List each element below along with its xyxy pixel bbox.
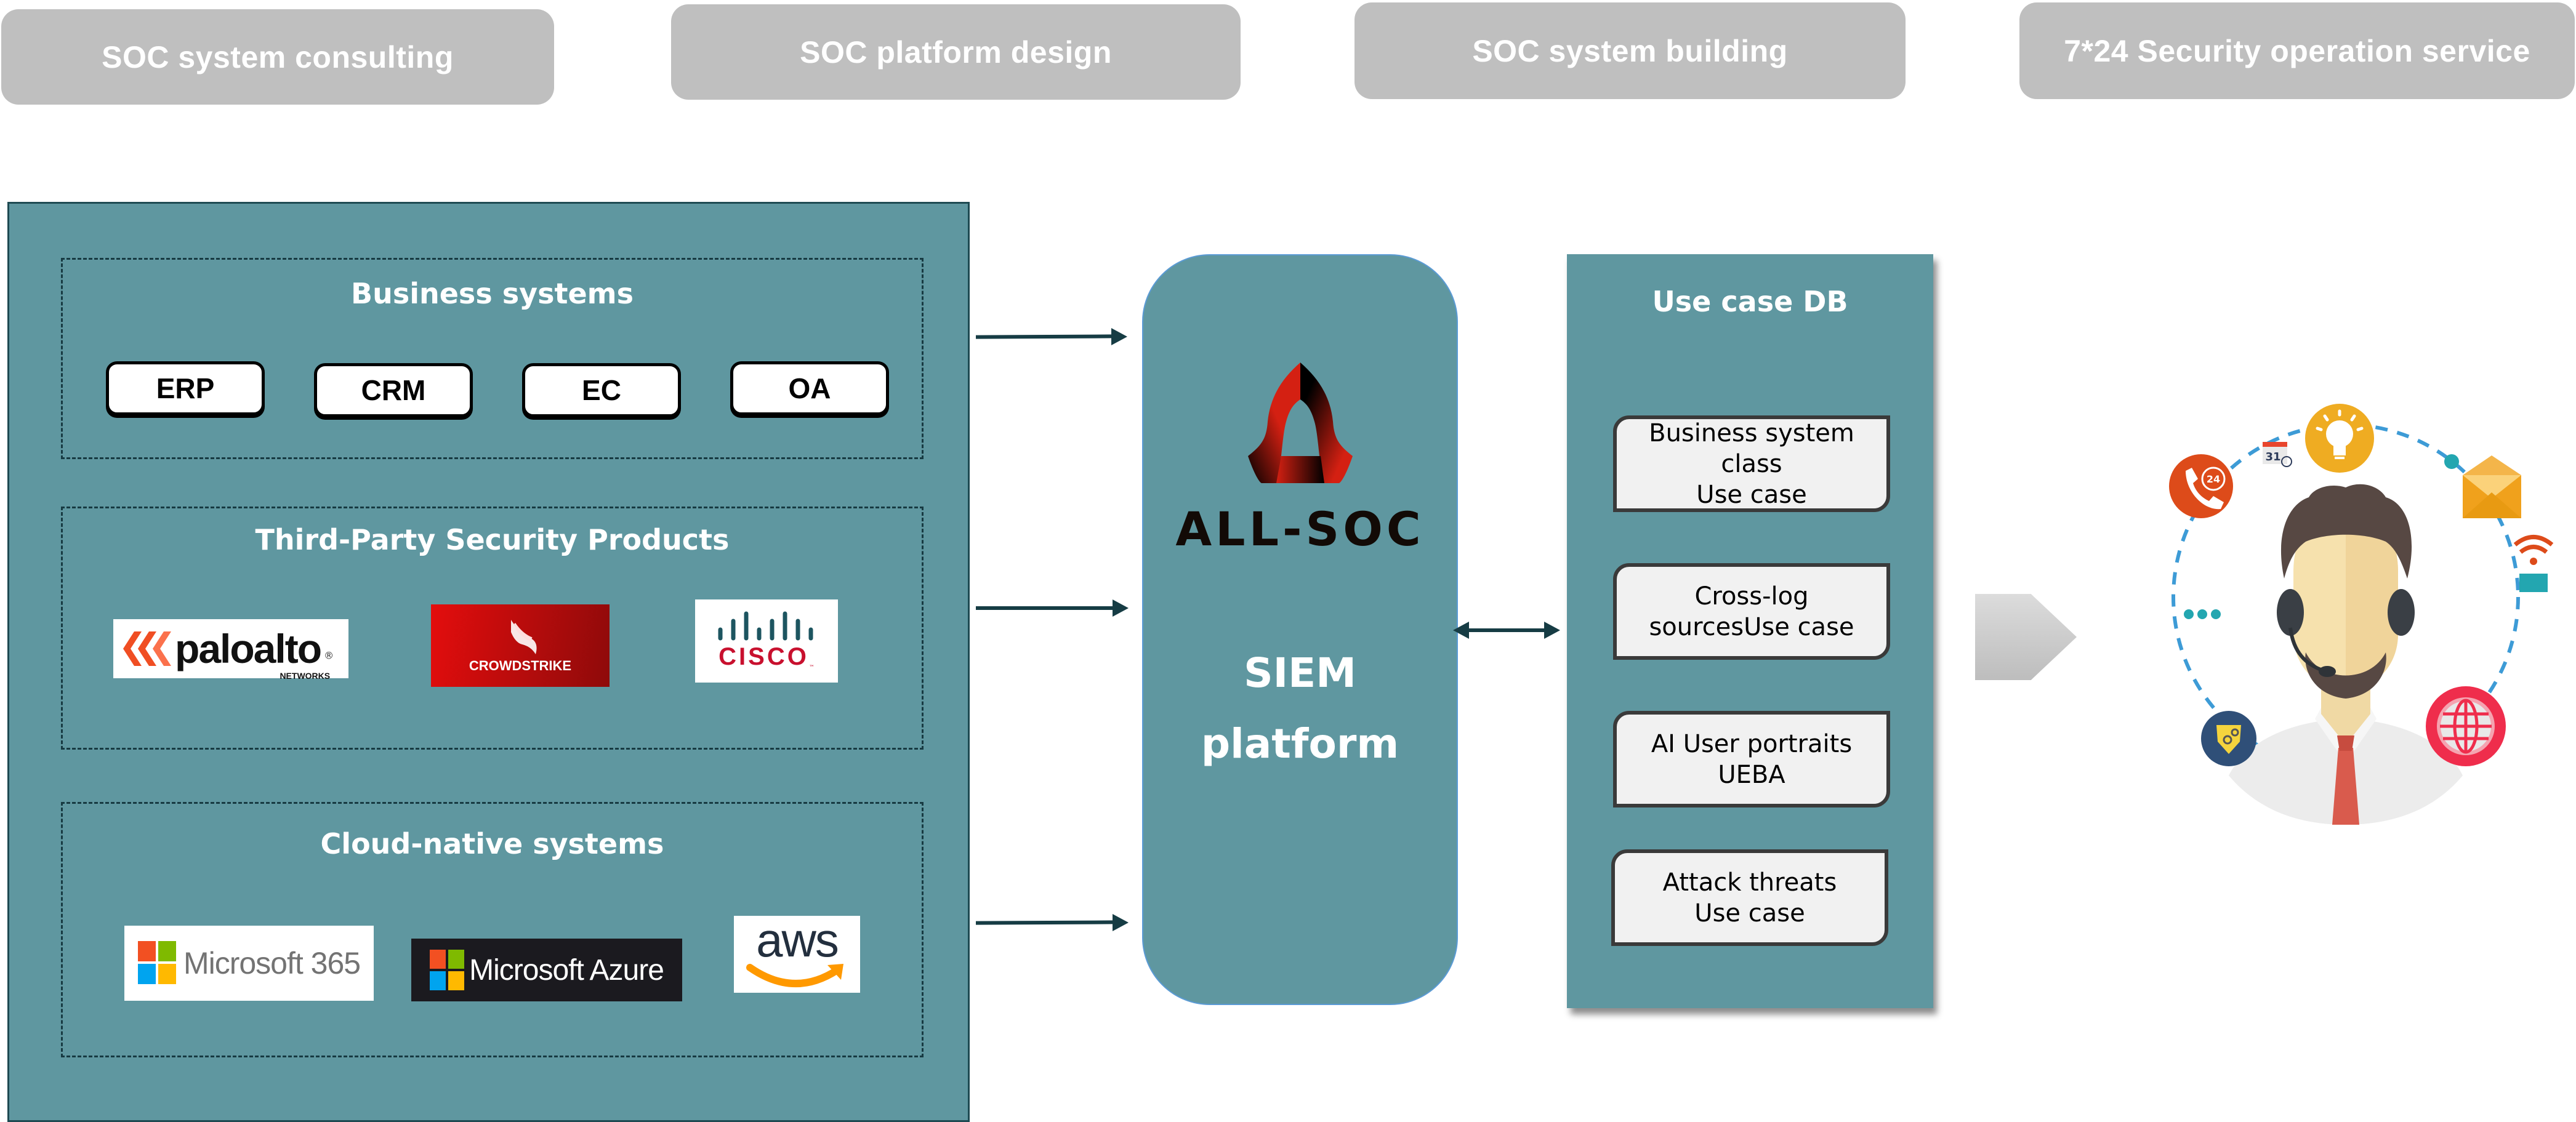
system-oa: OA (730, 361, 889, 415)
microsoft-azure-wordmark: Microsoft Azure (469, 953, 664, 987)
cloud-native-group: Cloud-native systems Microsoft 365 Micro… (61, 802, 924, 1057)
stage-security-operation-service: 7*24 Security operation service (2019, 2, 2575, 99)
phone-24h-icon: 24 (2169, 454, 2233, 518)
microsoft-squares-icon (137, 941, 176, 984)
globe-icon (2426, 686, 2506, 766)
use-case-db-title: Use case DB (1652, 285, 1848, 318)
crowdstrike-wordmark: CROWDSTRIKE (469, 658, 572, 673)
more-dots-icon (2184, 609, 2221, 619)
lightbulb-icon (2305, 404, 2374, 473)
business-systems-group: Business systems ERP CRM EC OA (61, 258, 924, 459)
third-party-security-title: Third-Party Security Products (255, 523, 730, 556)
all-soc-logo-icon (1248, 363, 1353, 483)
use-case-card-cross-log: Cross-log sourcesUse case (1613, 563, 1890, 660)
operator-hair (2280, 484, 2412, 579)
all-soc-wordmark: ALL-SOC (1175, 502, 1425, 556)
siem-title-line1: SIEM (1244, 649, 1356, 697)
crowdstrike-logo: CROWDSTRIKE (431, 604, 610, 687)
crowdstrike-falcon-icon (511, 620, 537, 654)
flow-chevron-arrow (1975, 594, 2077, 680)
stage-soc-platform-design: SOC platform design (671, 4, 1241, 100)
microsoft-365-wordmark: Microsoft 365 (183, 946, 361, 980)
use-case-card-business-system: Business system class Use case (1613, 415, 1890, 512)
use-case-card-attack-threats: Attack threats Use case (1611, 849, 1888, 946)
cloud-native-title: Cloud-native systems (320, 827, 664, 860)
cisco-trademark: ™ (808, 665, 815, 671)
envelope-icon (2463, 455, 2521, 518)
wifi-icon (2513, 535, 2554, 592)
aws-wordmark: aws (756, 912, 839, 967)
paloalto-mark-icon (123, 631, 171, 666)
shield-gear-icon (2201, 711, 2256, 766)
microsoft-squares-icon (430, 950, 465, 990)
operator-tie (2332, 748, 2359, 825)
paloalto-wordmark: paloalto (175, 626, 322, 671)
aws-logo: aws (734, 916, 860, 993)
calendar-icon: 31 (2263, 442, 2292, 467)
third-party-security-group: Third-Party Security Products paloalto ®… (61, 507, 924, 750)
stage-soc-system-building: SOC system building (1354, 2, 1906, 99)
system-crm: CRM (314, 363, 473, 417)
siem-platform-panel: ALL-SOC SIEM platform (1142, 254, 1458, 1005)
orbit-dot (2444, 454, 2459, 469)
microsoft-365-logo: Microsoft 365 (124, 926, 374, 1001)
system-erp: ERP (106, 361, 265, 415)
headset-right-ear (2388, 589, 2415, 636)
cisco-bars-icon (718, 611, 813, 641)
use-case-db-panel: Use case DB Business system class Use ca… (1567, 254, 1933, 1008)
paloalto-registered-mark: ® (324, 649, 334, 662)
system-ec: EC (522, 363, 681, 417)
security-operator-illustration: 24 31 (2169, 404, 2554, 825)
cisco-logo: CISCO ™ (695, 599, 838, 683)
use-case-card-ueba: AI User portraits UEBA (1613, 711, 1890, 807)
business-systems-title: Business systems (351, 277, 634, 310)
siem-title-line2: platform (1201, 720, 1399, 767)
headset-left-ear (2277, 589, 2304, 636)
paloalto-networks-label: NETWORKS (280, 671, 331, 681)
svg-text:31: 31 (2265, 451, 2280, 463)
microsoft-azure-logo: Microsoft Azure (411, 939, 682, 1001)
data-sources-panel: Business systems ERP CRM EC OA Third-Par… (7, 202, 970, 1122)
stage-soc-system-consulting: SOC system consulting (1, 9, 554, 105)
svg-text:24: 24 (2207, 473, 2220, 485)
amazon-smile-icon (746, 963, 843, 987)
operator-beard (2305, 652, 2386, 699)
cisco-wordmark: CISCO (718, 643, 809, 670)
paloalto-logo: paloalto ® NETWORKS (113, 619, 348, 681)
